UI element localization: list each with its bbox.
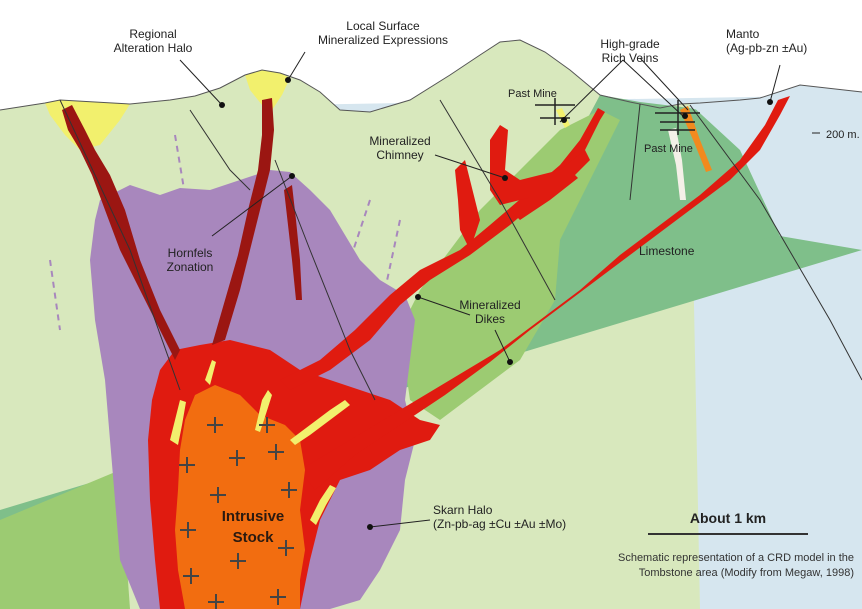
stock-vein-5 bbox=[310, 485, 336, 525]
label-hornfels: Hornfels Zonation bbox=[166, 246, 214, 274]
stock-vein-1 bbox=[170, 400, 186, 445]
fault-line-1 bbox=[59, 99, 181, 391]
label-regional-halo: Regional Alteration Halo bbox=[113, 27, 193, 55]
label-high-grade: High-grade Rich Veins bbox=[600, 37, 660, 65]
stock-plus-marks bbox=[179, 417, 297, 609]
mineralized-chimney bbox=[490, 125, 590, 205]
label-past-mine-1: Past Mine bbox=[508, 88, 557, 100]
manto-white-vein bbox=[668, 128, 686, 200]
leader-dots bbox=[219, 77, 773, 530]
hornfels-red-arm bbox=[455, 160, 480, 250]
feeder-left bbox=[62, 105, 180, 360]
label-limestone: Limestone bbox=[639, 244, 695, 258]
dashed-line-1 bbox=[49, 259, 61, 331]
leader-lines bbox=[179, 51, 820, 528]
surface-expression-center bbox=[245, 70, 290, 110]
label-past-mine-2: Past Mine bbox=[644, 143, 693, 155]
upper-right-strata bbox=[690, 85, 862, 250]
label-manto: Manto (Ag-pb-zn ±Au) bbox=[726, 27, 808, 55]
feeder-right bbox=[284, 185, 302, 300]
label-local-surface: Local Surface Mineralized Expressions bbox=[317, 19, 449, 47]
scale-bar bbox=[648, 533, 808, 535]
label-chimney: Mineralized Chimney bbox=[369, 134, 431, 162]
stock-vein-3 bbox=[255, 390, 272, 432]
figure-caption: Schematic representation of a CRD model … bbox=[617, 552, 854, 579]
fault-line-3 bbox=[439, 99, 556, 301]
intrusive-stock bbox=[175, 385, 305, 609]
label-skarn: Skarn Halo (Zn-pb-ag ±Cu ±Au ±Mo) bbox=[433, 503, 567, 531]
label-intrusive-stock: Intrusive Stock bbox=[221, 508, 285, 546]
fault-line-4 bbox=[689, 104, 862, 381]
fault-line-6 bbox=[629, 103, 641, 201]
past-mine-symbol-2 bbox=[655, 100, 700, 135]
label-dikes: Mineralized Dikes bbox=[459, 298, 521, 326]
scale-bar-label: About 1 km bbox=[689, 510, 767, 526]
fault-line-5 bbox=[189, 109, 251, 191]
vein-branch bbox=[510, 170, 578, 220]
fault-line-2 bbox=[274, 159, 376, 401]
stock-vein-2 bbox=[205, 360, 216, 385]
stock-vein-4 bbox=[290, 400, 350, 445]
left-green-zone bbox=[0, 470, 130, 609]
mineralized-dike-lower bbox=[300, 96, 790, 490]
label-depth: 200 m. bbox=[826, 129, 860, 141]
feeder-center bbox=[212, 98, 274, 345]
surface-line bbox=[0, 39, 862, 113]
dashed-line-4 bbox=[384, 219, 401, 291]
